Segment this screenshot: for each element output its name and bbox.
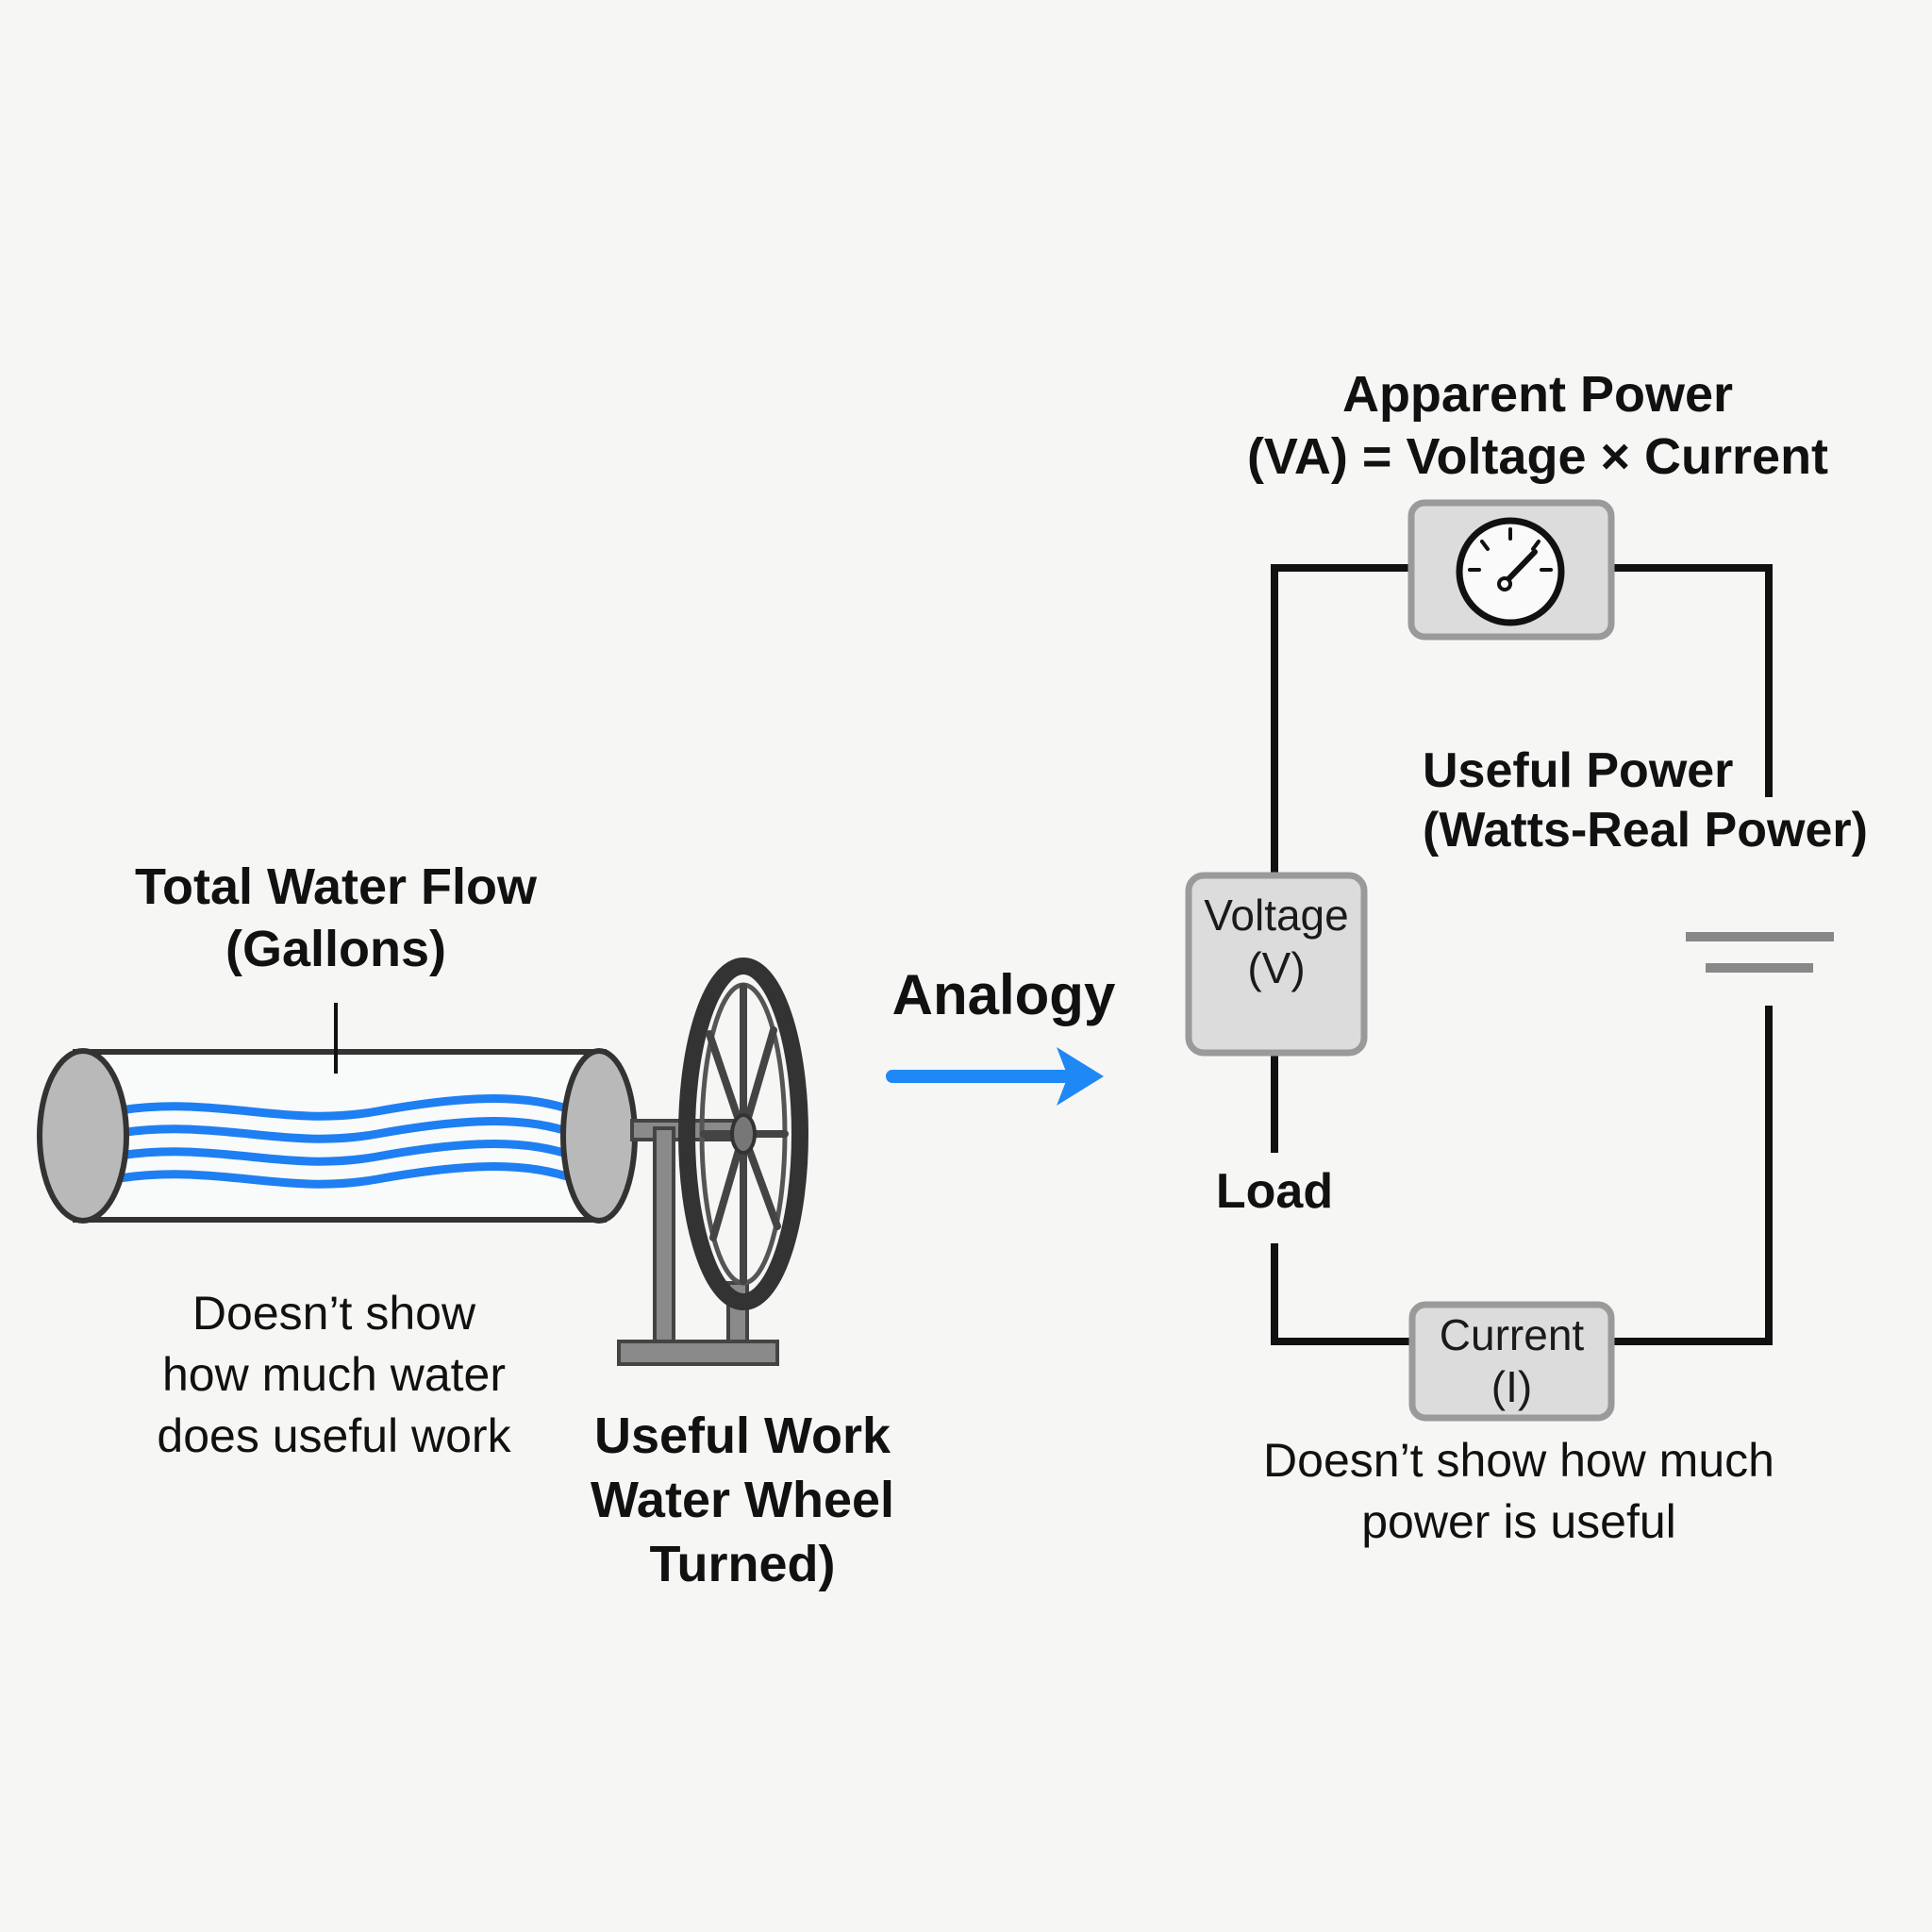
current-box-label: Current (I): [1439, 1310, 1585, 1412]
water-flow-note: Doesn’t show how much water does useful …: [157, 1287, 511, 1462]
total-water-flow-label: Total Water Flow (Gallons): [135, 858, 537, 977]
wheel-stand-left: [653, 1126, 675, 1349]
battery-symbol: [1686, 932, 1834, 973]
current-box: [1408, 1301, 1615, 1422]
meter-box: [1407, 499, 1615, 641]
wheel-base: [617, 1340, 779, 1366]
gauge-icon: [1456, 517, 1565, 626]
useful-work-label: Useful Work Water Wheel Turned): [590, 1407, 895, 1593]
water-wheel: [617, 958, 808, 1366]
voltage-box: [1185, 872, 1368, 1057]
analogy-label: Analogy: [891, 963, 1116, 1026]
load-label: Load: [1215, 1164, 1334, 1219]
circuit-note: Doesn’t show how much power is useful: [1263, 1434, 1774, 1548]
circuit-wires: [1271, 564, 1773, 1345]
analogy-arrow: [886, 1047, 1104, 1106]
apparent-power-label: Apparent Power (VA) = Voltage × Current: [1246, 366, 1829, 485]
water-pipe: [37, 1003, 638, 1224]
water-flow-lines: [108, 1094, 580, 1189]
pipe-left-cap: [37, 1048, 129, 1224]
voltage-box-label: Voltage (V): [1204, 891, 1349, 993]
pipe-right-cap: [560, 1048, 638, 1224]
useful-power-label: Useful Power (Watts-Real Power): [1423, 743, 1868, 858]
